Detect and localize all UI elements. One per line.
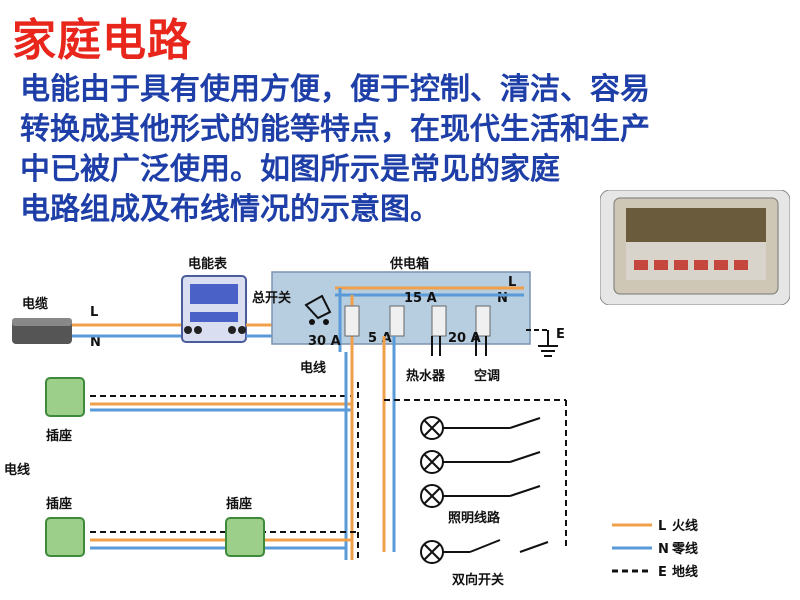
socket-1-label: 插座 xyxy=(46,428,72,444)
wire-label-1: 电线 xyxy=(300,360,326,376)
paragraph-line-2: 转换成其他形式的能等特点，在现代生活和生产 xyxy=(20,112,650,147)
box-L-label: L xyxy=(508,275,516,290)
paragraph-line-1: 电能由于具有使用方便，便于控制、清洁、容易 xyxy=(20,72,650,107)
distribution-box-photo xyxy=(600,190,790,305)
wire-label-2: 电线 xyxy=(4,462,30,478)
fuse-5A xyxy=(389,305,405,337)
paragraph-line-3: 中已被广泛使用。如图所示是常见的家庭 xyxy=(20,152,560,187)
fuse-30A xyxy=(344,305,360,337)
cable-N-label: N xyxy=(90,335,101,350)
water-heater-label: 热水器 xyxy=(406,368,446,384)
lamp-1-icon xyxy=(420,416,444,440)
fuse-5A-label: 5 A xyxy=(368,331,392,346)
socket-3-label: 插座 xyxy=(226,496,252,512)
page-title: 家庭电路 xyxy=(12,15,192,66)
socket-3-icon xyxy=(225,517,265,557)
supply-box-label: 供电箱 xyxy=(389,256,429,272)
main-switch-icon xyxy=(304,294,332,320)
legend-N-label: 零线 xyxy=(671,541,698,557)
cable-L-label: L xyxy=(90,305,98,320)
two-way-switch-label: 双向开关 xyxy=(452,572,504,588)
lamp-4-icon xyxy=(420,540,444,564)
socket-2-icon xyxy=(45,517,85,557)
legend-N-key: N xyxy=(658,542,669,557)
meter-label: 电能表 xyxy=(188,256,228,272)
fuse-15A-label: 15 A xyxy=(404,291,437,306)
box-N-label: N xyxy=(497,291,508,306)
legend-L-key: L xyxy=(658,519,666,534)
main-switch-label: 总开关 xyxy=(252,290,291,306)
cable-label: 电缆 xyxy=(22,296,48,312)
fuse-30A-label: 30 A xyxy=(308,334,341,349)
ground-E-label: E xyxy=(556,327,565,342)
legend-L-label: 火线 xyxy=(672,518,698,534)
lighting-circuit-label: 照明线路 xyxy=(448,510,501,526)
socket-1-icon xyxy=(45,377,85,417)
paragraph-line-4: 电路组成及布线情况的示意图。 xyxy=(20,192,440,227)
legend-E-key: E xyxy=(658,565,667,580)
socket-2-label: 插座 xyxy=(46,496,72,512)
legend-E-label: 地线 xyxy=(672,564,698,580)
fuse-20A-label: 20 A xyxy=(448,331,481,346)
fuse-15A xyxy=(431,305,447,337)
lamp-3-icon xyxy=(420,484,444,508)
lamp-2-icon xyxy=(420,450,444,474)
fuse-20A xyxy=(475,305,491,337)
air-conditioner-label: 空调 xyxy=(474,368,500,384)
